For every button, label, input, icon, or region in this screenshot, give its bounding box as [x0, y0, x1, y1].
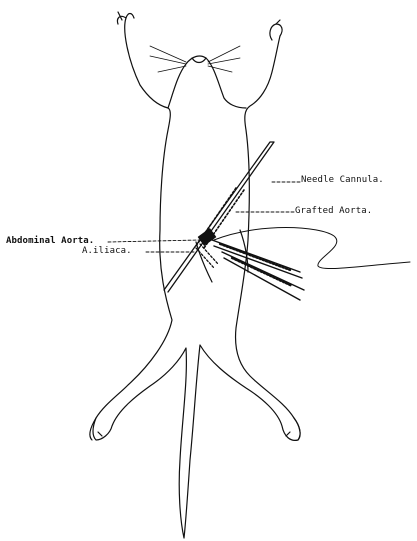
aorta-clamp: [198, 229, 215, 245]
rat-left-forepaw: [117, 12, 134, 24]
rat-whiskers-left: [150, 46, 186, 72]
rat-left-hindpaw: [90, 418, 102, 440]
rat-body-outline: [93, 18, 300, 538]
rat-head: [168, 56, 246, 108]
label-needle-cannula: Needle Cannula.: [301, 175, 384, 186]
rat-right-hindpaw: [286, 418, 300, 440]
rat-nose: [192, 58, 206, 63]
leader-abdominal-aorta: [108, 240, 200, 242]
label-a-iliaca: A.iliaca.: [82, 246, 132, 257]
label-grafted-aorta: Grafted Aorta.: [295, 206, 372, 217]
